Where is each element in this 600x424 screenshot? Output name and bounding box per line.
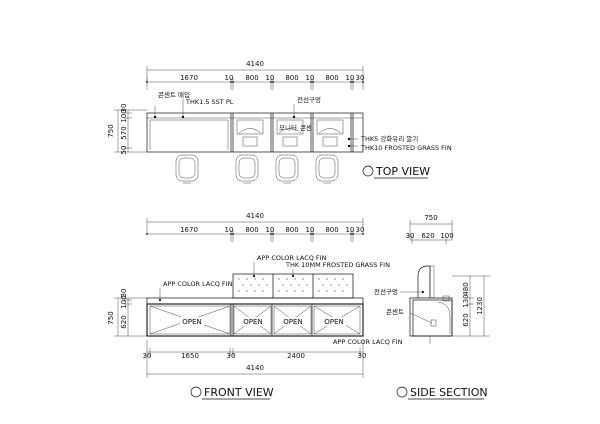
desk-body (146, 303, 364, 337)
side-seg-1: 30 (406, 232, 415, 240)
front-seg-2: 10 (225, 226, 234, 234)
front-view-marker (190, 386, 202, 398)
opening-3-label: OPEN (283, 318, 302, 326)
side-section: 750 30 620 100 전선구멍 콘센트 APP COLOR LACQ F… (333, 214, 490, 400)
label-outlet-embed: 콘센트 매입 (158, 90, 190, 99)
label-monitor: 모니터 (279, 123, 297, 132)
front-bottom-seg-4: 2400 (287, 352, 305, 360)
label-lacq-left: APP COLOR LACQ FIN (163, 280, 233, 288)
label-tempered-glass: THK5 강화유리 깔기 (360, 134, 418, 143)
top-view: 4140 1670 10 800 10 800 10 800 10 30 (107, 60, 452, 184)
top-seg-3: 800 (245, 74, 258, 82)
front-seg-6: 10 (306, 226, 315, 234)
front-height-2: 100 (120, 295, 128, 308)
label-wire-hole-top: 전선구멍 (297, 95, 321, 104)
top-seg-7: 800 (325, 74, 338, 82)
label-lacq-side: APP COLOR LACQ FIN (333, 338, 403, 346)
front-view-title: FRONT VIEW (204, 386, 274, 399)
side-section-outline (409, 276, 453, 337)
label-frosted-fin-front: THK 10MM FROSTED GRASS FIN (285, 261, 390, 269)
side-seg-3: 100 (440, 232, 453, 240)
top-seg-4: 10 (266, 74, 275, 82)
front-seg-9: 30 (356, 226, 365, 234)
top-depth-4: 30 (120, 104, 128, 113)
top-overall-dim: 4140 (246, 60, 264, 68)
label-frosted-fin-top: THK10 FROSTED GRASS FIN (360, 144, 452, 152)
top-depth-3: 100 (120, 109, 128, 122)
label-outlet-side: 콘센트 (386, 307, 404, 316)
side-section-title: SIDE SECTION (410, 386, 488, 399)
front-seg-5: 800 (285, 226, 298, 234)
front-bottom-seg-3: 30 (227, 352, 236, 360)
label-outlet-top: 콘센 (300, 123, 312, 132)
front-view: 4140 1670 10 800 10 800 10 800 10 30 (107, 212, 390, 400)
front-height-total: 750 (107, 311, 115, 324)
opening-1-label: OPEN (182, 318, 201, 326)
label-lacq-top: APP COLOR LACQ FIN (257, 254, 327, 262)
side-height-total: 1230 (476, 297, 484, 315)
label-wire-hole-side: 전선구멍 (374, 287, 398, 296)
side-height-3: 620 (462, 313, 470, 326)
glass-dot-pattern (238, 278, 348, 292)
side-seg-2: 620 (421, 232, 434, 240)
front-seg-4: 10 (266, 226, 275, 234)
top-seg-5: 800 (285, 74, 298, 82)
front-bottom-seg-2: 1650 (181, 352, 199, 360)
side-section-marker (396, 386, 408, 398)
top-seg-8: 10 (346, 74, 355, 82)
side-height-2: 130 (462, 294, 470, 307)
front-overall-dim: 4140 (246, 212, 264, 220)
frosted-glass-panel (232, 273, 354, 299)
front-seg-8: 10 (346, 226, 355, 234)
front-overall-bottom: 4140 (246, 364, 264, 372)
top-seg-1: 1670 (180, 74, 198, 82)
top-depth-2: 570 (120, 126, 128, 139)
top-depth-total: 750 (107, 124, 115, 137)
top-depth-1: 50 (120, 146, 128, 155)
top-chairs (175, 154, 339, 184)
label-sst-plate: THK1.5 SST PL (185, 98, 234, 106)
side-height-1: 480 (462, 282, 470, 295)
front-bottom-seg-1: 30 (143, 352, 152, 360)
desk-top-band (146, 297, 364, 305)
top-view-title: TOP VIEW (375, 165, 430, 178)
front-bottom-seg-5: 30 (358, 352, 367, 360)
front-seg-1: 1670 (180, 226, 198, 234)
front-seg-3: 800 (245, 226, 258, 234)
front-height-1: 620 (120, 315, 128, 328)
side-overall-dim: 750 (424, 214, 437, 222)
top-desk-outline (146, 112, 364, 153)
top-seg-6: 10 (306, 74, 315, 82)
front-height-3: 30 (120, 289, 128, 298)
top-seg-9: 30 (356, 74, 365, 82)
front-seg-7: 800 (325, 226, 338, 234)
top-view-marker (362, 165, 374, 177)
top-seg-2: 10 (225, 74, 234, 82)
opening-4-label: OPEN (324, 318, 343, 326)
opening-2-label: OPEN (243, 318, 262, 326)
